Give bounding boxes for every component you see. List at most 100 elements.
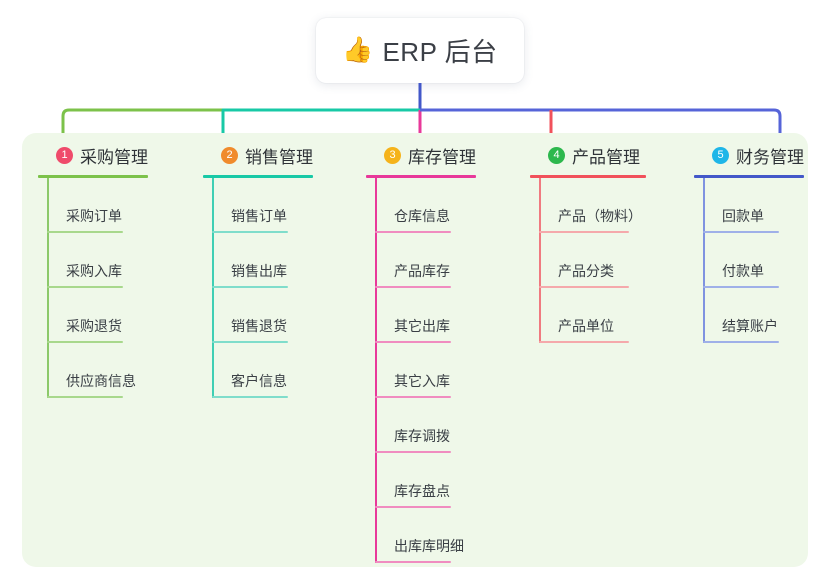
list-item-label: 产品（物料） [558,208,642,224]
column-procurement: 1 采购管理 采购订单 采购入库 采购退货 供应商信息 [38,141,148,398]
list-item-label: 采购退货 [66,318,122,334]
list-item-rule [47,341,123,343]
list-item-rule [375,506,451,508]
list-item-label: 其它出库 [394,318,450,334]
list-item-rule [375,231,451,233]
list-item-rule [47,286,123,288]
column-badge: 5 [712,146,729,164]
column-finance: 5 财务管理 回款单 付款单 结算账户 [694,141,804,343]
list-item-label: 客户信息 [231,373,287,389]
list-item-rule [539,286,629,288]
column-title: 采购管理 [80,147,148,167]
list-item-rule [47,231,123,233]
column-header[interactable]: 5 财务管理 [694,141,804,169]
list-item[interactable]: 供应商信息 [38,343,148,398]
list-item-label: 结算账户 [722,318,778,334]
list-item[interactable]: 销售出库 [203,233,313,288]
list-item-rule [375,561,451,563]
list-item-label: 销售退货 [231,318,287,334]
list-item-label: 产品分类 [558,263,614,279]
diagram-panel [22,133,808,567]
column-sales: 2 销售管理 销售订单 销售出库 销售退货 客户信息 [203,141,313,398]
column-inventory: 3 库存管理 仓库信息 产品库存 其它出库 其它入库 库存调拨 库存盘点 [366,141,476,563]
list-item-rule [539,341,629,343]
list-item-rule [703,341,779,343]
list-item[interactable]: 付款单 [694,233,804,288]
column-title: 产品管理 [572,147,640,167]
list-item[interactable]: 结算账户 [694,288,804,343]
column-product: 4 产品管理 产品（物料） 产品分类 产品单位 [530,141,646,343]
list-item[interactable]: 其它出库 [366,288,476,343]
list-item-label: 产品单位 [558,318,614,334]
column-title: 财务管理 [736,147,804,167]
column-badge: 4 [548,146,565,164]
list-item-rule [212,231,288,233]
column-badge: 1 [56,146,73,164]
root-node[interactable]: 👍 ERP 后台 [316,18,524,83]
list-item-label: 销售订单 [231,208,287,224]
list-item-rule [703,286,779,288]
list-item-rule [375,451,451,453]
list-item[interactable]: 回款单 [694,178,804,233]
list-item[interactable]: 销售订单 [203,178,313,233]
column-header-rule [366,175,476,178]
column-badge: 2 [221,146,238,164]
column-header-rule [530,175,646,178]
list-item-label: 采购入库 [66,263,122,279]
column-header[interactable]: 4 产品管理 [530,141,646,169]
column-spine [212,178,214,398]
column-spine [703,178,705,343]
list-item-label: 供应商信息 [66,373,136,389]
column-items: 回款单 付款单 结算账户 [694,178,804,343]
column-header[interactable]: 3 库存管理 [366,141,476,169]
column-header[interactable]: 2 销售管理 [203,141,313,169]
list-item[interactable]: 销售退货 [203,288,313,343]
list-item-label: 其它入库 [394,373,450,389]
list-item-rule [47,396,123,398]
column-items: 仓库信息 产品库存 其它出库 其它入库 库存调拨 库存盘点 出库库明细 [366,178,476,563]
column-header-rule [694,175,804,178]
list-item[interactable]: 库存盘点 [366,453,476,508]
list-item[interactable]: 其它入库 [366,343,476,398]
list-item[interactable]: 产品库存 [366,233,476,288]
column-badge: 3 [384,146,401,164]
list-item-label: 出库库明细 [394,538,464,554]
list-item-label: 库存调拨 [394,428,450,444]
list-item[interactable]: 出库库明细 [366,508,476,563]
list-item-label: 采购订单 [66,208,122,224]
list-item-label: 付款单 [722,263,764,279]
list-item[interactable]: 库存调拨 [366,398,476,453]
column-spine [539,178,541,343]
list-item[interactable]: 产品单位 [530,288,646,343]
list-item[interactable]: 仓库信息 [366,178,476,233]
list-item-rule [375,286,451,288]
list-item[interactable]: 采购入库 [38,233,148,288]
list-item-rule [212,396,288,398]
list-item-rule [375,341,451,343]
list-item-label: 销售出库 [231,263,287,279]
column-title: 销售管理 [245,147,313,167]
list-item-rule [212,341,288,343]
column-header[interactable]: 1 采购管理 [38,141,148,169]
root-title: ERP 后台 [382,37,498,67]
column-spine [375,178,377,563]
list-item[interactable]: 产品（物料） [530,178,646,233]
list-item-label: 回款单 [722,208,764,224]
list-item[interactable]: 采购退货 [38,288,148,343]
column-header-rule [38,175,148,178]
column-title: 库存管理 [408,147,476,167]
column-spine [47,178,49,398]
thumbs-up-icon: 👍 [342,36,374,64]
list-item-rule [539,231,629,233]
column-header-rule [203,175,313,178]
list-item[interactable]: 客户信息 [203,343,313,398]
list-item[interactable]: 采购订单 [38,178,148,233]
list-item[interactable]: 产品分类 [530,233,646,288]
column-items: 产品（物料） 产品分类 产品单位 [530,178,646,343]
list-item-label: 库存盘点 [394,483,450,499]
column-items: 采购订单 采购入库 采购退货 供应商信息 [38,178,148,398]
list-item-label: 仓库信息 [394,208,450,224]
list-item-rule [375,396,451,398]
list-item-rule [212,286,288,288]
column-items: 销售订单 销售出库 销售退货 客户信息 [203,178,313,398]
